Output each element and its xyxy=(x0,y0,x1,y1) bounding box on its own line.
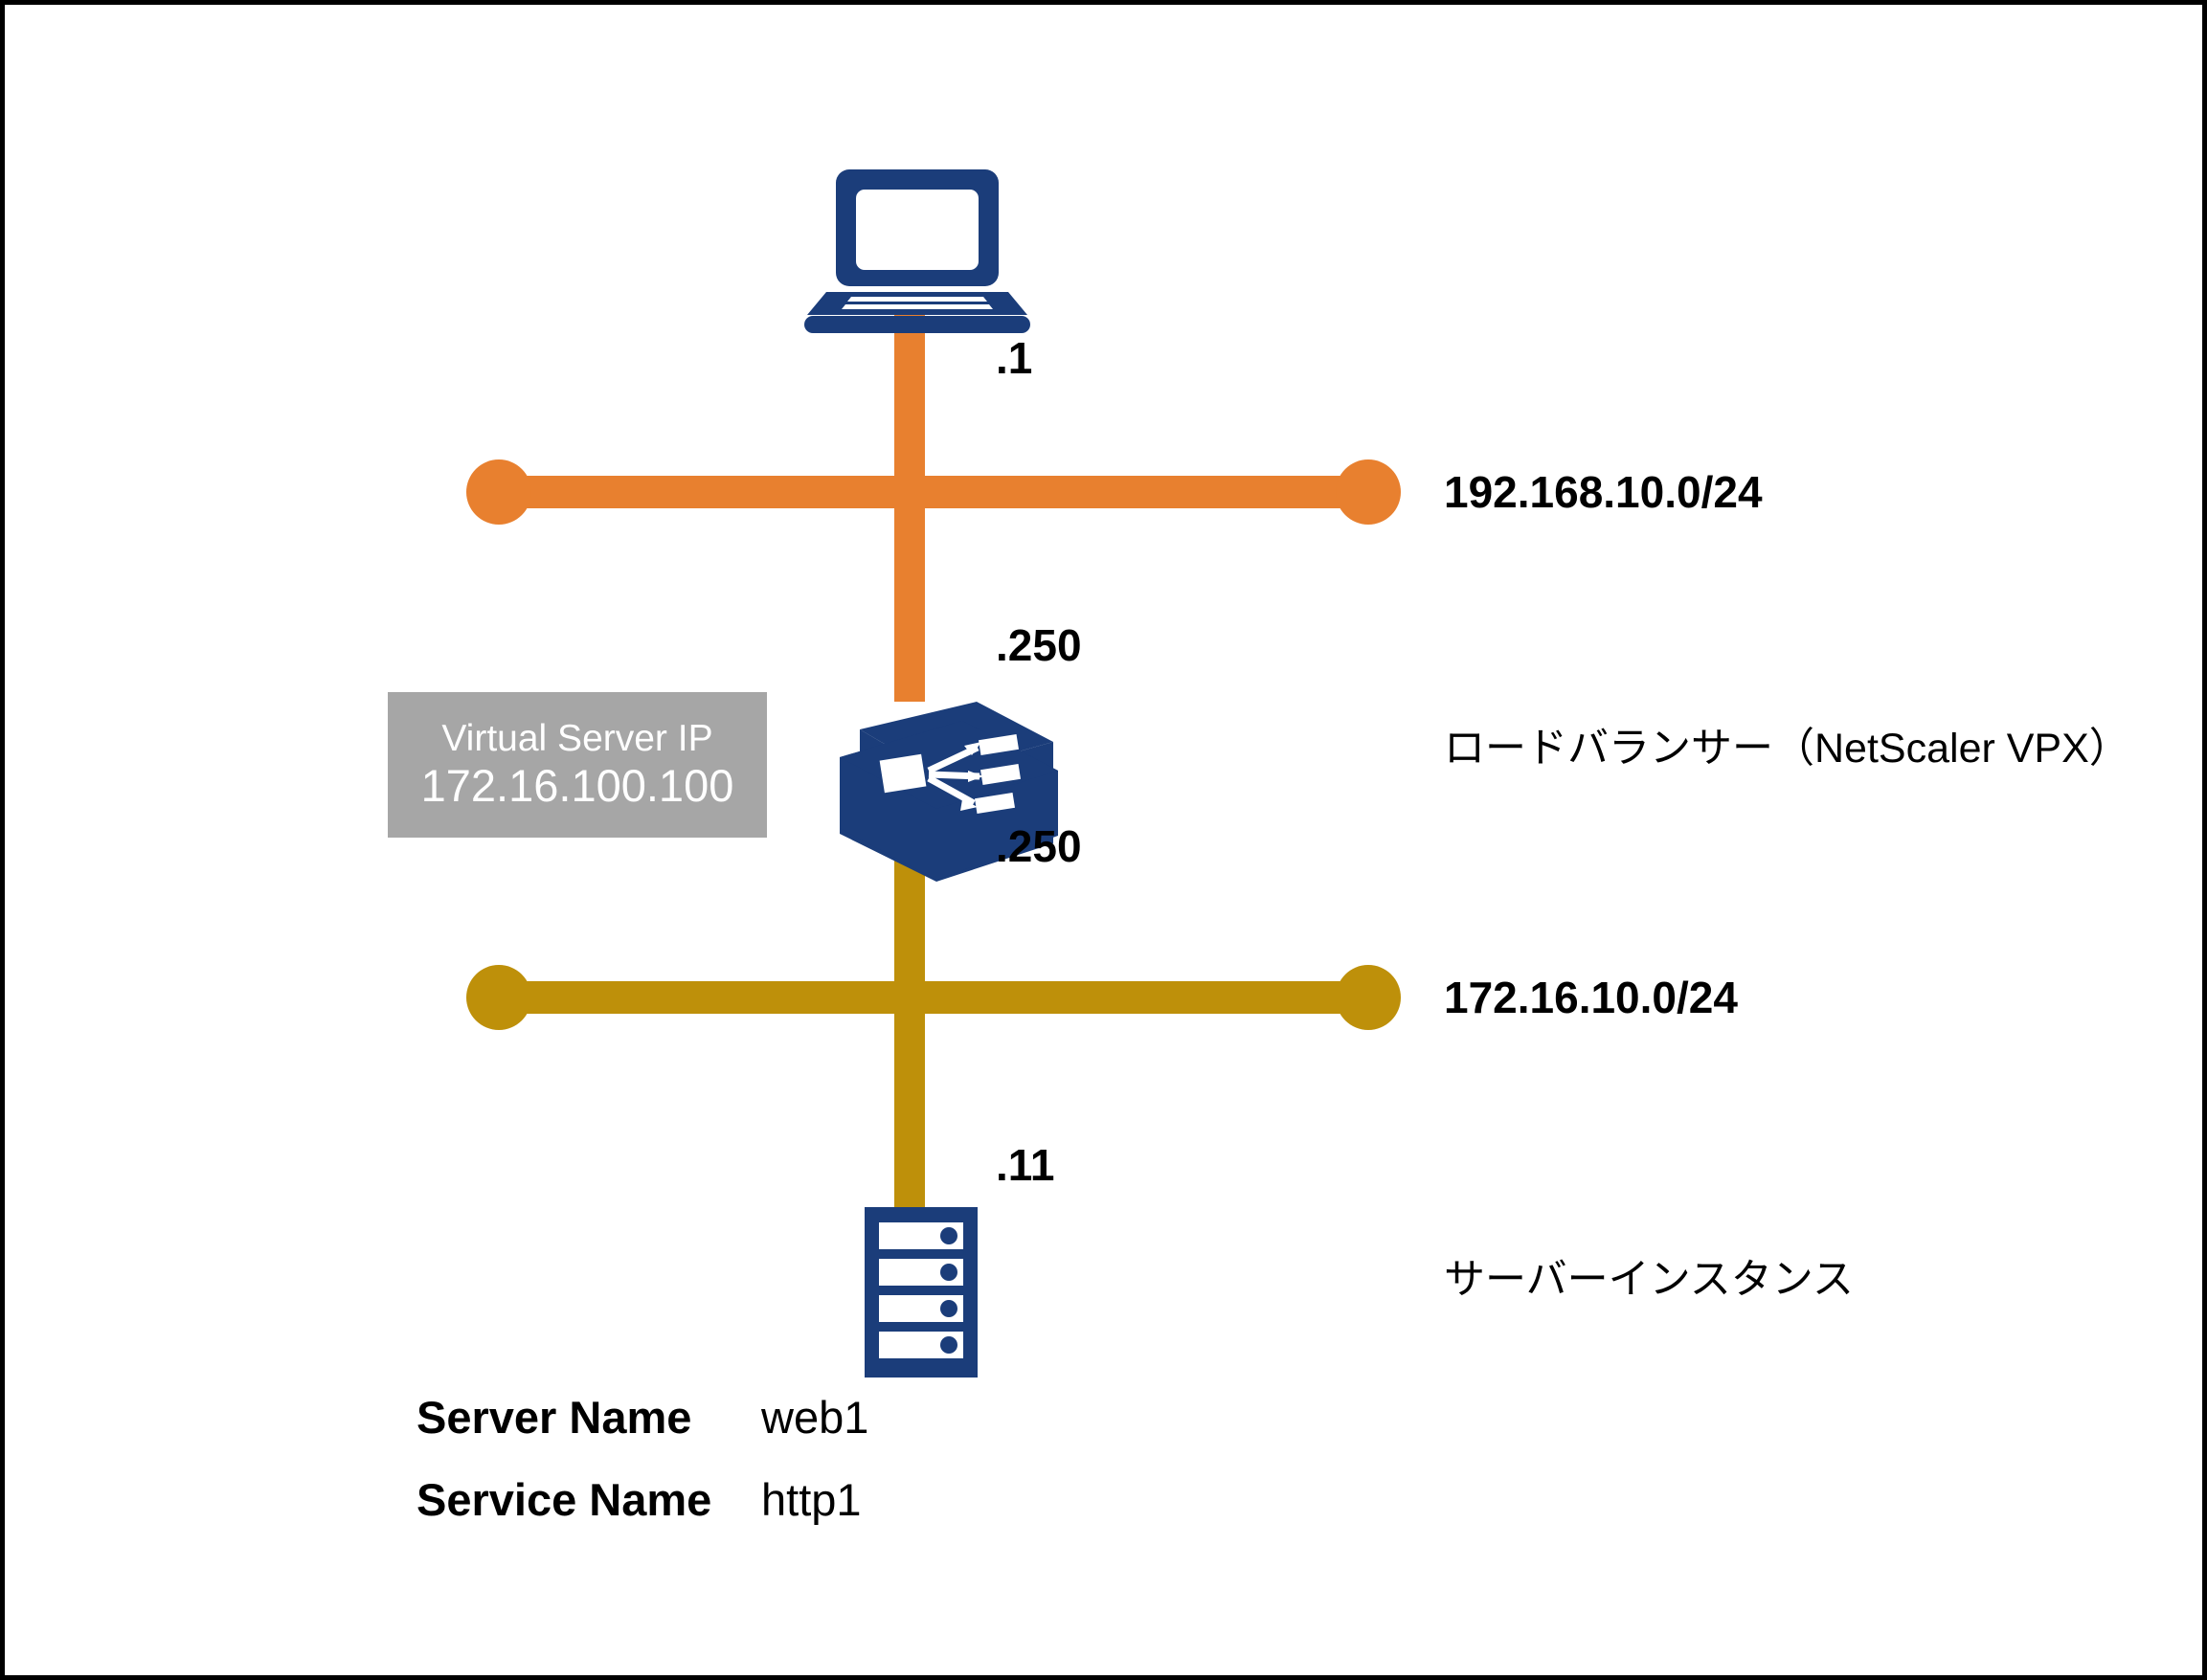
service-name-value: http1 xyxy=(761,1474,862,1525)
virtual-server-ip-value: 172.16.100.100 xyxy=(420,760,734,812)
virtual-server-ip-title: Virtual Server IP xyxy=(441,717,713,759)
client-bus-left-endpoint xyxy=(466,459,531,525)
table-row: Server Name web1 xyxy=(417,1391,1010,1473)
client-segment-cidr: 192.168.10.0/24 xyxy=(1444,467,1763,517)
server-rack-icon xyxy=(865,1207,978,1378)
laptop-icon xyxy=(804,169,1030,333)
server-bus-left-endpoint xyxy=(466,965,531,1030)
server-role-label: サーバーインスタンス xyxy=(1444,1257,1854,1303)
server-name-value: web1 xyxy=(761,1392,869,1443)
service-name-key: Service Name xyxy=(417,1474,712,1525)
server-name-key: Server Name xyxy=(417,1392,692,1443)
server-details-table: Server Name web1 Service Name http1 xyxy=(417,1391,1010,1556)
client-bus-right-endpoint xyxy=(1336,459,1401,525)
lb-downstream-octet: .250 xyxy=(996,821,1082,871)
load-balancer-role-label: ロードバランサー（NetScaler VPX） xyxy=(1444,726,2130,772)
lb-upstream-octet: .250 xyxy=(996,620,1082,670)
server-bus-right-endpoint xyxy=(1336,965,1401,1030)
table-row: Service Name http1 xyxy=(417,1473,1010,1556)
server-bus-line xyxy=(484,981,1384,1014)
client-interface-octet: .1 xyxy=(996,333,1033,383)
server-segment-cidr: 172.16.10.0/24 xyxy=(1444,973,1738,1022)
server-interface-octet: .11 xyxy=(996,1140,1055,1190)
diagram-graphics xyxy=(466,169,1401,1378)
client-bus-line xyxy=(484,476,1384,508)
load-balancer-switch-icon xyxy=(840,702,1058,882)
virtual-server-ip-callout: Virtual Server IP 172.16.100.100 xyxy=(388,692,767,838)
